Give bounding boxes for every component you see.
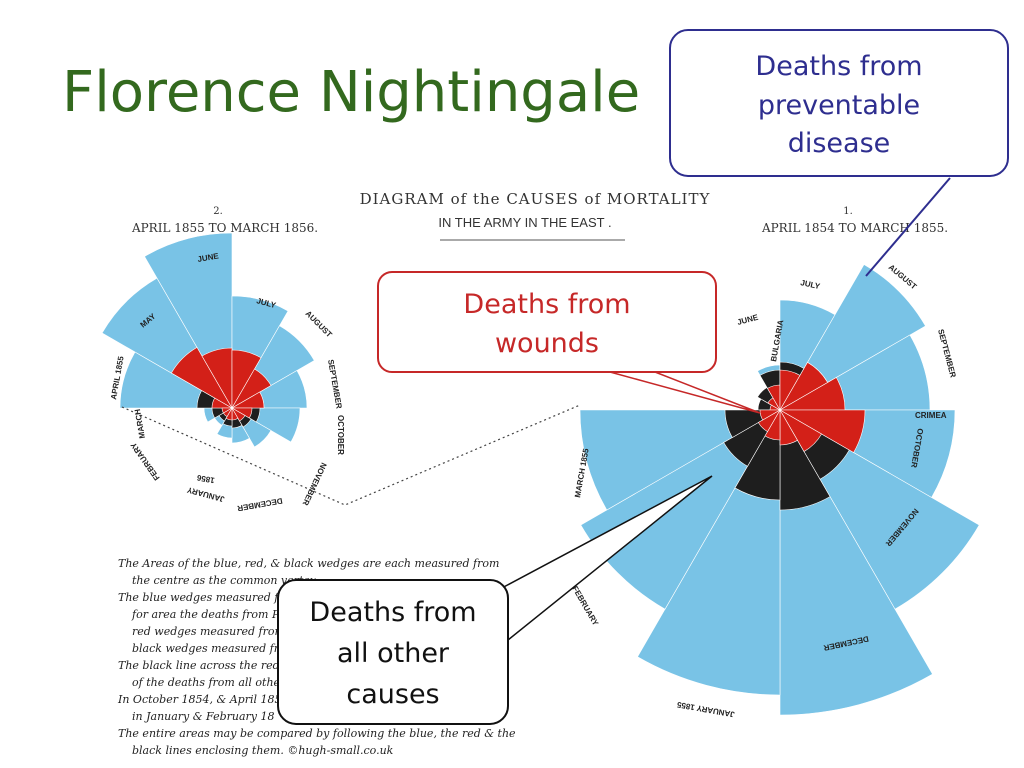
wounds-wedge — [230, 391, 265, 409]
large-label-july: JULY — [800, 278, 822, 291]
disease-wedge — [579, 409, 782, 511]
wounds-pointer — [609, 371, 761, 414]
note-line: In October 1854, & April 185 — [117, 693, 282, 706]
wounds-wedge — [779, 409, 822, 452]
small-label-september: SEPTEMBER — [326, 359, 344, 410]
wounds-wedge — [230, 407, 253, 419]
wounds-wedge — [170, 346, 233, 409]
large-label-crimea: CRIMEA — [915, 411, 947, 420]
small-rose-chart — [101, 232, 315, 448]
large-plot-number: 1. — [843, 206, 853, 217]
large-label-january: JANUARY 1855 — [676, 700, 735, 719]
note-line: The Areas of the blue, red, & black wedg… — [118, 557, 499, 570]
wounds-wedge — [759, 409, 782, 421]
small-label-1856: 1856 — [196, 473, 216, 485]
wounds-wedge — [764, 408, 781, 441]
disease-callout-line1: Deaths from — [755, 51, 922, 82]
large-label-march: MARCH 1855 — [573, 447, 591, 498]
note-line: the centre as the common vertex. — [132, 574, 320, 587]
other-callout-line2: all other — [337, 638, 450, 669]
dotted-connector — [121, 404, 581, 506]
note-line: black lines enclosing them. ©hugh-small.… — [132, 744, 394, 757]
notes-block: The Areas of the blue, red, & black wedg… — [117, 557, 516, 757]
note-line: black wedges measured fro — [132, 642, 286, 655]
note-line: red wedges measured from — [132, 625, 285, 638]
wounds-wedge — [231, 349, 262, 410]
small-label-january: JANUARY — [185, 485, 225, 504]
wounds-wedge — [779, 408, 798, 446]
wounds-callout-line1: Deaths from — [463, 289, 630, 320]
wounds-wedge — [221, 407, 234, 414]
note-line: for area the deaths from P — [131, 608, 280, 621]
diagram-heading: DIAGRAM of the CAUSES of MORTALITY — [360, 190, 711, 208]
wounds-wedge — [778, 409, 866, 453]
disease-wedge — [580, 409, 781, 610]
large-label-february: FEBRUARY — [570, 585, 600, 628]
wounds-wedge — [201, 347, 233, 410]
other-callout-line3: causes — [346, 679, 439, 710]
note-line: in January & February 18 — [132, 710, 275, 723]
small-label-august: AUGUST — [304, 309, 334, 339]
small-label-february: FEBRUARY — [129, 440, 162, 482]
wounds-wedge — [757, 409, 781, 433]
large-label-june: JUNE — [736, 313, 760, 327]
other-pointer — [469, 475, 713, 641]
disease-callout-line2: preventable — [758, 90, 920, 121]
wounds-wedge — [231, 368, 272, 409]
other-callout-line1: Deaths from — [309, 597, 476, 628]
large-label-september: SEPTEMBER — [936, 328, 958, 379]
note-line: The entire areas may be compared by foll… — [118, 727, 516, 740]
disease-callout — [669, 29, 1009, 177]
small-label-june: JUNE — [197, 251, 220, 264]
large-plot-period: APRIL 1854 TO MARCH 1855. — [761, 221, 948, 235]
large-rose-chart — [579, 264, 980, 716]
small-plot-number: 2. — [213, 206, 223, 217]
small-plot-period: APRIL 1855 TO MARCH 1856. — [131, 221, 318, 235]
note-line: of the deaths from all othe — [132, 676, 281, 689]
slide-title: Florence Nightingale — [62, 60, 641, 125]
other-callout — [277, 579, 509, 725]
wounds-callout-line2: wounds — [495, 328, 599, 359]
wounds-callout — [377, 271, 717, 373]
wounds-wedge — [231, 407, 246, 422]
small-label-december: DECEMBER — [236, 496, 283, 513]
disease-callout-line3: disease — [788, 128, 891, 159]
small-label-november: NOVEMBER — [301, 461, 329, 507]
note-line: The blue wedges measured fro — [118, 591, 291, 604]
small-label-october: OCTOBER — [336, 415, 345, 455]
disease-pointer — [865, 177, 951, 277]
note-line: The black line across the red — [118, 659, 280, 672]
small-label-march: MARCH — [133, 408, 147, 439]
diagram-subheading: IN THE ARMY IN THE EAST . — [438, 215, 611, 230]
